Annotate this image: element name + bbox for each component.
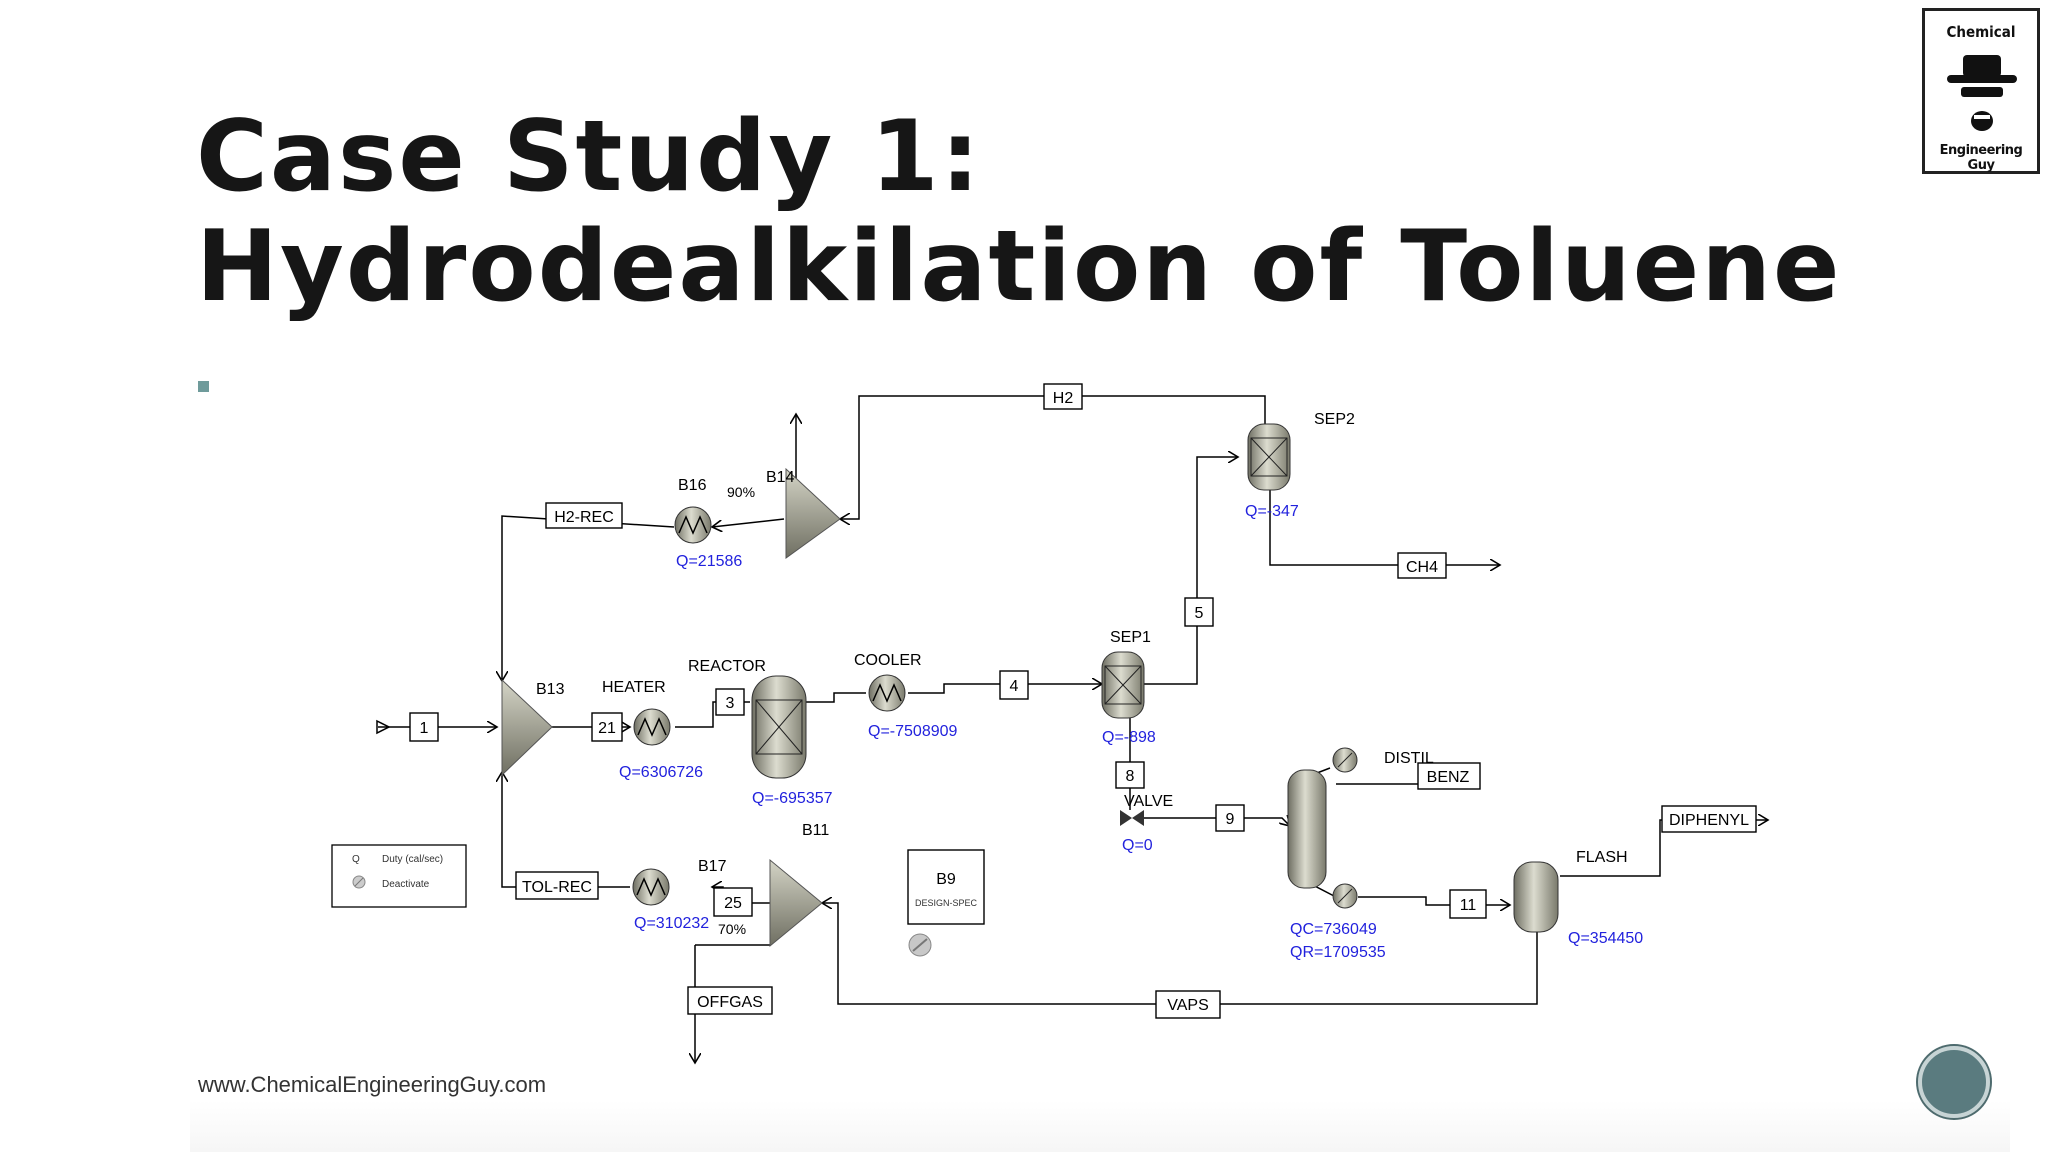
stream-label-ch4: CH4 (1406, 559, 1438, 576)
mixer-b13-icon (501, 678, 553, 777)
duty-b17: Q=310232 (634, 915, 709, 932)
bullet-marker (198, 381, 209, 392)
stream-label-benz: BENZ (1427, 769, 1470, 786)
duty-reactor: Q=-695357 (752, 790, 833, 807)
separator-sep1-icon (1101, 651, 1145, 719)
slide-title-line-2: Hydrodealkilation of Toluene (196, 210, 1842, 324)
duty-flash: Q=354450 (1568, 930, 1643, 947)
stream-line-h2-rec (502, 515, 675, 681)
separator-sep2-icon (1247, 423, 1291, 491)
footer-fade (190, 1100, 2010, 1152)
stream-line-ch4 (1269, 488, 1500, 565)
stream-label-vaps: VAPS (1167, 997, 1209, 1014)
deactivate-icon (908, 933, 932, 957)
block-label-b17: B17 (698, 858, 727, 875)
block-label-b14: B14 (766, 469, 795, 486)
feed-arrow-icon (376, 719, 391, 735)
duty-valve: Q=0 (1122, 837, 1153, 854)
slide-nav-button[interactable] (1918, 1046, 1990, 1118)
duty-cooler: Q=-7508909 (868, 723, 958, 740)
block-label-sep1: SEP1 (1110, 629, 1151, 646)
stream-label-8: 8 (1126, 768, 1135, 785)
slide-title-line-1: Case Study 1: (196, 100, 982, 214)
legend-q-symbol: Q (352, 854, 360, 865)
logo-top-text: Chemical (1946, 23, 2016, 41)
split-label-b14: 90% (727, 484, 755, 500)
split-label-b11: 70% (718, 921, 746, 937)
stream-line-b14-to-b16 (712, 518, 785, 527)
footer-url[interactable]: www.ChemicalEngineeringGuy.com (198, 1072, 547, 1097)
block-label-heater: HEATER (602, 679, 666, 696)
stream-label-h2-rec: H2-REC (554, 509, 614, 526)
legend-deactivate-icon (352, 875, 366, 889)
stream-label-4: 4 (1010, 678, 1019, 695)
stream-label-h2: H2 (1053, 390, 1074, 407)
distillation-column-icon (1287, 747, 1358, 909)
splitter-b11-icon (769, 858, 823, 948)
legend-q-text: Duty (cal/sec) (382, 854, 443, 865)
logo-bottom-text: Engineering Guy (1939, 143, 2023, 173)
stream-label-1: 1 (420, 720, 429, 737)
design-spec-b9: B9 DESIGN-SPEC (907, 849, 985, 925)
block-label-cooler: COOLER (854, 652, 922, 669)
reactor-vessel-icon (751, 675, 807, 779)
splitter-b14-icon (785, 467, 841, 559)
duty-b16: Q=21586 (676, 553, 742, 570)
hat-face-icon (1947, 55, 2017, 131)
block-label-b11: B11 (802, 822, 829, 839)
heat-exchanger-heater-icon (633, 708, 671, 746)
heat-exchanger-cooler-icon (868, 674, 906, 712)
stream-label-11: 11 (1460, 897, 1477, 914)
stream-line-5 (1144, 457, 1238, 685)
heat-exchanger-b17-icon (632, 868, 670, 906)
duty-distil-qr: QR=1709535 (1290, 944, 1386, 961)
block-label-reactor: REACTOR (688, 658, 766, 675)
duty-distil-qc: QC=736049 (1290, 921, 1377, 938)
heat-exchanger-b16-icon (674, 506, 712, 544)
stream-label-5: 5 (1195, 605, 1204, 622)
legend-deactivate-text: Deactivate (382, 879, 430, 890)
block-label-distil: DISTIL (1384, 750, 1434, 767)
stream-line-11 (1358, 896, 1510, 905)
stream-label-21: 21 (598, 720, 616, 737)
design-spec-b9-sublabel: DESIGN-SPEC (915, 898, 978, 908)
stream-label-3: 3 (726, 695, 735, 712)
duty-sep2: Q=-347 (1245, 503, 1299, 520)
block-label-sep2: SEP2 (1314, 411, 1355, 428)
stream-line-vaps (822, 903, 1538, 1005)
block-label-valve: VALVE (1124, 793, 1173, 810)
stream-line-reactor-out (806, 692, 866, 703)
stream-label-tol-rec: TOL-REC (522, 879, 592, 896)
design-spec-b9-label: B9 (936, 871, 956, 888)
block-label-flash: FLASH (1576, 849, 1628, 866)
stream-line-h2 (840, 395, 1266, 519)
stream-label-9: 9 (1226, 811, 1235, 828)
stream-label-offgas: OFFGAS (697, 994, 763, 1011)
block-label-b13: B13 (536, 681, 565, 698)
stream-line-tol-rec (502, 772, 630, 888)
stream-line-9 (1138, 818, 1290, 826)
duty-heater: Q=6306726 (619, 764, 703, 781)
valve-icon (1120, 810, 1144, 826)
stream-label-25: 25 (724, 895, 742, 912)
stream-label-diphenyl: DIPHENYL (1669, 812, 1749, 829)
flash-drum-icon (1513, 861, 1559, 933)
legend-box: Q Duty (cal/sec) Deactivate (331, 844, 467, 908)
channel-logo: Chemical Engineering Guy (1922, 8, 2040, 174)
block-label-b16: B16 (678, 477, 707, 494)
duty-sep1: Q=-898 (1102, 729, 1156, 746)
